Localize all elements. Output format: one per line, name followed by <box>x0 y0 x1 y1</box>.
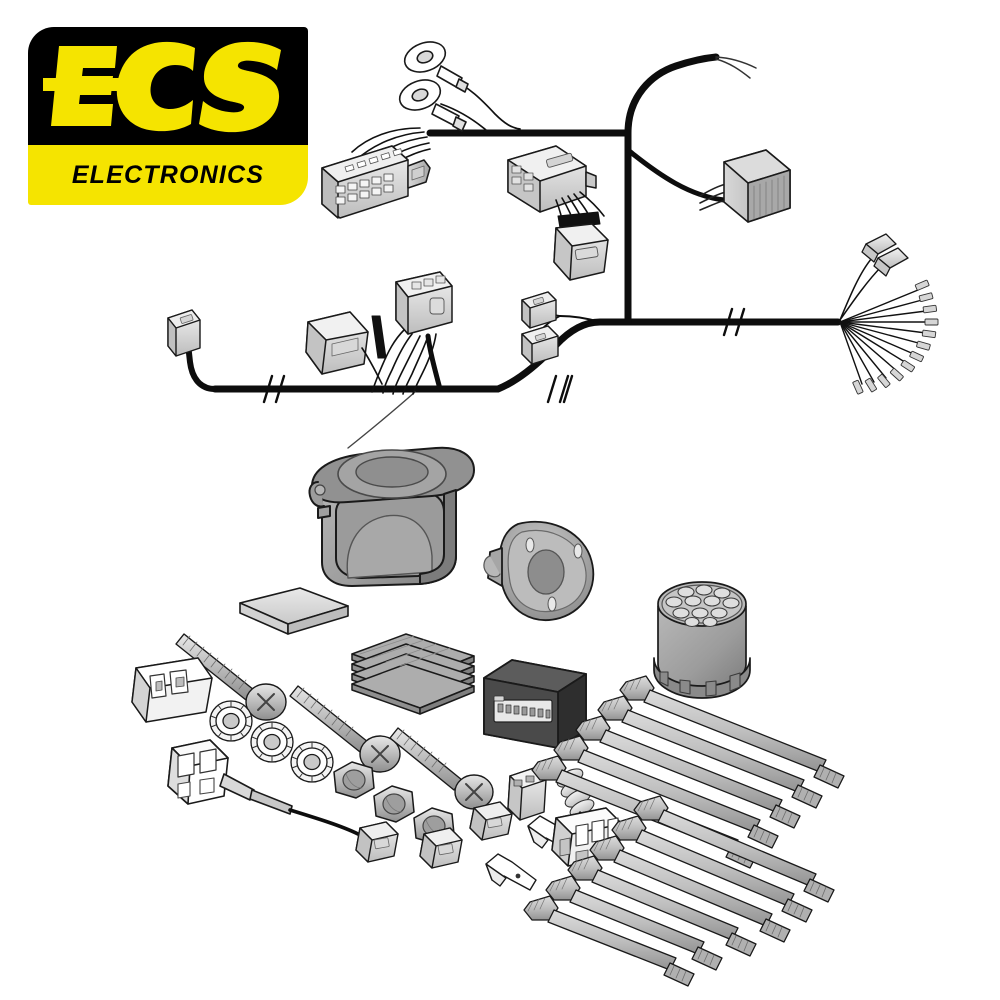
wire-fan-terminal-tips <box>852 279 939 395</box>
connector-small-pair <box>521 291 559 365</box>
blade-fuse <box>507 767 547 821</box>
ring-terminal-lower <box>398 79 467 132</box>
relay-module <box>723 149 791 223</box>
socket-insert-13pin <box>653 581 751 699</box>
serrated-washer-group <box>209 700 334 783</box>
control-module <box>483 659 587 749</box>
cable-clip <box>131 657 213 723</box>
harness-tape-clip-left <box>371 315 387 359</box>
wire-fan-terminals <box>839 289 929 385</box>
socket-housing <box>308 446 475 587</box>
foam-pad <box>239 587 349 635</box>
logo-wordmark <box>28 27 308 145</box>
cable-tie-group-lower <box>523 795 835 987</box>
bolt-long-1 <box>175 633 287 721</box>
ecs-wordmark-icon <box>43 41 281 133</box>
spade-terminal-1 <box>485 853 537 891</box>
bolt-long-3 <box>389 727 494 810</box>
socket-gasket <box>483 520 595 621</box>
adhesive-pad-stack <box>351 633 475 715</box>
fuse-tap-lead <box>288 808 360 836</box>
connector-12pin-grey <box>321 145 431 219</box>
small-connector-grey-2 <box>419 827 463 869</box>
logo-yellow-panel <box>28 145 308 205</box>
small-connector-grey-1 <box>355 821 399 863</box>
connector-block-upper <box>507 145 597 213</box>
logo-subtitle: ELECTRONICS <box>71 160 265 189</box>
ecs-electronics-logo: ELECTRONICS <box>28 27 308 205</box>
bolt-long-2 <box>289 685 401 773</box>
ring-terminal-upper <box>403 41 469 93</box>
small-connector-grey-3 <box>469 801 513 841</box>
connector-single-left <box>167 309 201 357</box>
connector-pair-left <box>305 271 453 375</box>
connector-block-lower <box>553 223 609 281</box>
fuse-tap-holder <box>167 739 293 815</box>
